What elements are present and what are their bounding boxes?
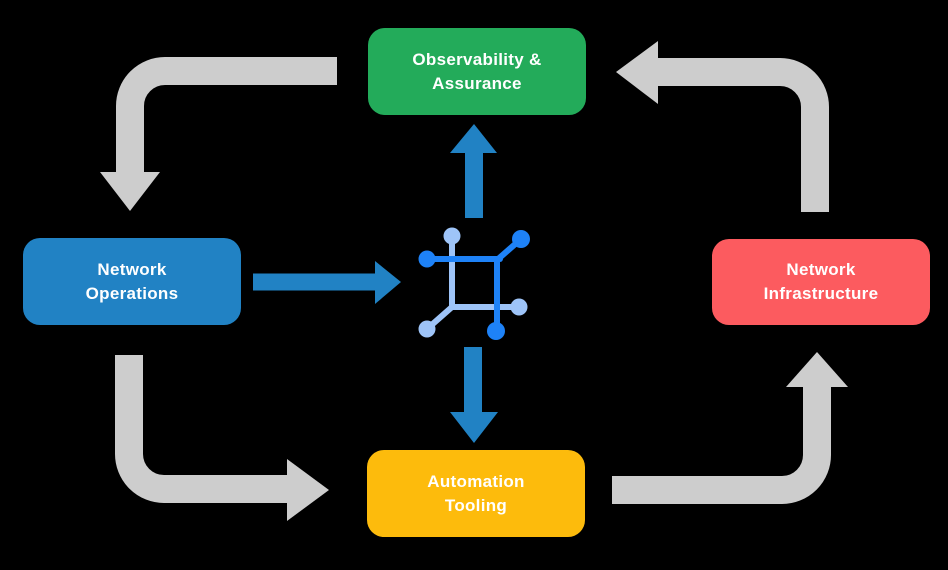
arrow-observability-to-operations	[100, 57, 337, 211]
icon-node-left	[418, 250, 436, 268]
node-network-infrastructure: Network Infrastructure	[712, 239, 930, 325]
arrowhead-up-icon	[786, 352, 848, 387]
arrow-shaft	[656, 58, 829, 212]
arrow-operations-to-automation	[115, 355, 329, 521]
arrow-shaft	[115, 355, 289, 503]
arrowhead-right-icon	[287, 459, 329, 521]
arrow-icon-to-automation	[450, 347, 498, 443]
node-label-line: Tooling	[444, 495, 508, 515]
arrow-icon-to-observability	[450, 124, 497, 218]
node-observability-assurance: Observability & Assurance	[368, 28, 586, 115]
node-label-line: Network	[97, 259, 167, 279]
arrowhead-up-icon	[450, 124, 497, 153]
arrowhead-down-icon	[450, 412, 498, 443]
icon-node-bottom	[487, 322, 505, 340]
arrow-automation-to-infrastructure	[612, 352, 848, 504]
arrow-shaft	[612, 385, 831, 504]
arrow-shaft	[116, 57, 337, 174]
node-label-line: Infrastructure	[763, 284, 879, 303]
icon-node-bottom-left	[418, 320, 436, 338]
icon-node-top-right	[512, 230, 530, 248]
node-label-line: Assurance	[432, 73, 522, 93]
node-network-operations: Network Operations	[23, 238, 241, 325]
arrow-infrastructure-to-observability	[616, 41, 829, 212]
icon-node-top-left	[443, 227, 461, 245]
arrowhead-right-icon	[375, 261, 401, 304]
network-automation-icon	[418, 227, 530, 340]
icon-node-right	[510, 298, 528, 316]
arrow-operations-to-icon	[253, 261, 401, 304]
node-automation-tooling: Automation Tooling	[367, 450, 585, 537]
node-label-line: Network	[786, 260, 856, 279]
node-label-line: Automation	[427, 471, 525, 491]
node-label-line: Operations	[85, 283, 179, 303]
node-label-line: Observability &	[412, 49, 542, 69]
arrowhead-down-icon	[100, 172, 160, 211]
arrowhead-left-icon	[616, 41, 658, 104]
